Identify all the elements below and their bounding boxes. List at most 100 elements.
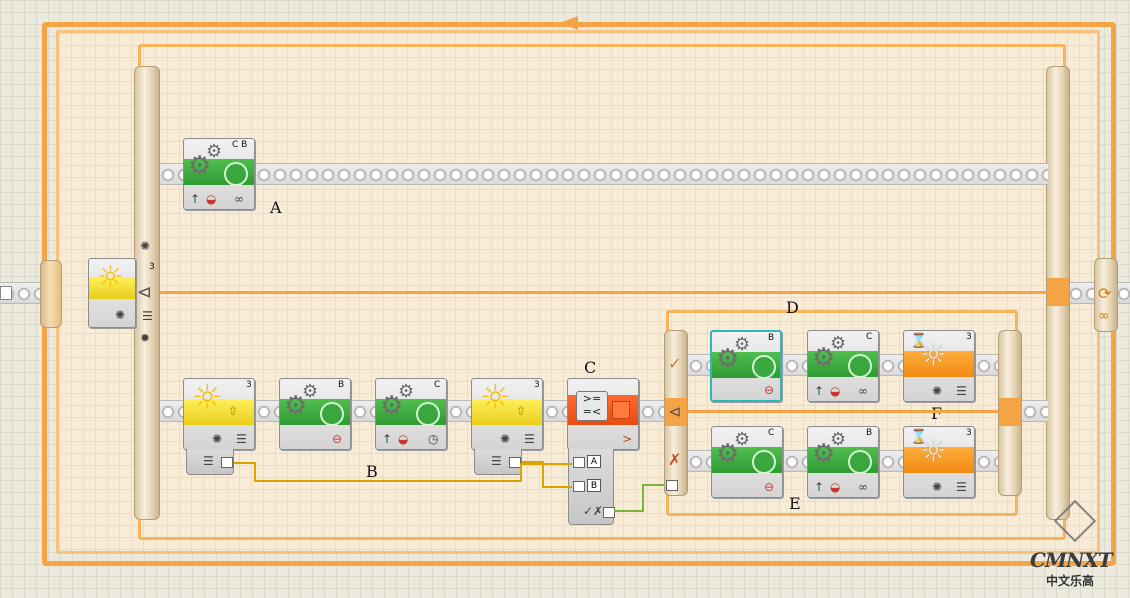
clock-icon: ◷ xyxy=(428,432,439,446)
infinity-icon: ∞ xyxy=(858,384,868,398)
sensor2-port: 3 xyxy=(534,380,540,390)
brake-icon: ◒ xyxy=(830,480,841,494)
sensor1-port: 3 xyxy=(246,380,252,390)
data-plug[interactable] xyxy=(509,457,521,468)
sensor-main-port: 3 xyxy=(149,262,155,272)
light-sensor-block-2[interactable]: ☼ ⇧ ✺ ☰ 3 xyxy=(471,378,543,450)
label-f: F xyxy=(931,404,943,423)
gear-icon: ⚙ xyxy=(830,429,847,450)
motor-block-a[interactable]: ⚙ ⚙ ↑ ◒ ∞ C B xyxy=(183,138,255,210)
arrow-right-icon: > xyxy=(622,432,633,446)
motor-block-b1[interactable]: ⚙ ⚙ ⊖ B xyxy=(279,378,351,450)
light-icon: ✺ xyxy=(115,308,126,322)
data-wire-1c xyxy=(520,463,572,482)
sun-icon: ☼ xyxy=(920,338,947,373)
light-off-icon: ✹ xyxy=(140,331,151,345)
switch-data-plug[interactable] xyxy=(666,480,678,491)
data-list-icon: ☰ xyxy=(524,432,535,446)
switch-center-line xyxy=(688,410,998,413)
check-icon: ✓ xyxy=(668,354,682,373)
data-wire-1 xyxy=(234,462,256,482)
motor-b2-port: C xyxy=(434,380,441,390)
gear-icon: ⚙ xyxy=(716,439,740,469)
input-plug-b[interactable] xyxy=(573,481,585,492)
loop-back-arrow-icon xyxy=(560,16,578,30)
data-wire-2b xyxy=(542,486,572,488)
brake-icon: ⊖ xyxy=(764,480,775,494)
gear-icon: ⚙ xyxy=(398,381,415,402)
compare-block[interactable]: >==< > xyxy=(567,378,639,450)
motor-block-b2[interactable]: ⚙ ⚙ ↑ ◒ ◷ C xyxy=(375,378,447,450)
wait-e-port: 3 xyxy=(966,428,972,438)
compare-icon: >==< xyxy=(576,391,608,421)
sun-icon: ☼ xyxy=(480,378,511,418)
logic-wire-b xyxy=(642,484,668,488)
switch-right-highlight xyxy=(999,398,1021,426)
light-icon: ✺ xyxy=(212,432,223,446)
data-wire-2 xyxy=(522,461,544,487)
outer-loop-right-rail xyxy=(1094,258,1118,332)
gear-icon: ⚙ xyxy=(830,333,847,354)
data-plug[interactable] xyxy=(221,457,233,468)
sequence-beam-a xyxy=(160,163,1048,185)
loop-icon: ⟳ xyxy=(1098,284,1112,303)
sensor1-data-hub[interactable]: ☰ xyxy=(186,449,234,475)
start-point-icon[interactable] xyxy=(0,286,12,300)
cross-icon: ✗ xyxy=(668,450,682,469)
brake-icon: ⊖ xyxy=(764,383,775,397)
light-icon: ✺ xyxy=(932,480,943,494)
light-sensor-block-main[interactable]: ☼ ✺ xyxy=(88,258,136,328)
brake-icon: ◒ xyxy=(830,384,841,398)
gear-icon: ⚙ xyxy=(380,391,404,421)
motor-a-port: C B xyxy=(232,140,248,150)
data-list-icon: ☰ xyxy=(956,480,967,494)
data-list-icon: ☰ xyxy=(203,454,214,468)
input-plug-a[interactable] xyxy=(573,457,585,468)
infinity-icon: ∞ xyxy=(858,480,868,494)
arrow-up-icon: ↑ xyxy=(382,432,393,446)
motor-b1-port: B xyxy=(338,380,345,390)
motor-block-d1[interactable]: ⚙ ⚙ ⊖ B xyxy=(710,330,782,402)
loop-sensor-arrow-icon: ⊲ xyxy=(137,282,153,303)
gear-icon: ⚙ xyxy=(734,429,751,450)
brake-icon: ⊖ xyxy=(332,432,343,446)
watermark-brand: CMNXT xyxy=(1030,548,1113,572)
infinity-icon: ∞ xyxy=(1098,308,1110,324)
motor-e1-port: C xyxy=(768,428,775,438)
arrow-up-icon: ⇧ xyxy=(516,404,527,418)
logic-wire xyxy=(614,486,644,512)
gear-icon: ⚙ xyxy=(734,334,751,355)
label-c: C xyxy=(584,358,597,377)
logic-result-icon: ✓✗ xyxy=(583,504,604,518)
watermark-subtitle: 中文乐高 xyxy=(1046,574,1095,588)
output-plug[interactable] xyxy=(603,507,615,518)
gear-icon: ⚙ xyxy=(206,141,223,162)
compare-data-hub[interactable]: A B ✓✗ xyxy=(568,449,615,525)
motor-d2-port: C xyxy=(866,332,873,342)
gear-icon: ⚙ xyxy=(812,439,836,469)
sensor2-data-hub[interactable]: ☰ xyxy=(474,449,522,475)
light-sensor-block-1[interactable]: ☼ ⇧ ✺ ☰ 3 xyxy=(183,378,255,450)
arrow-up-icon: ↑ xyxy=(814,480,825,494)
switch-arrow-left-icon: ⊲ xyxy=(668,402,682,421)
motor-d1-port: B xyxy=(768,333,775,343)
wait-d-port: 3 xyxy=(966,332,972,342)
motor-block-d2[interactable]: ⚙ ⚙ ↑ ◒ ∞ C xyxy=(807,330,879,402)
gear-icon: ⚙ xyxy=(812,343,836,373)
gear-icon: ⚙ xyxy=(716,344,740,374)
brake-icon: ◒ xyxy=(398,432,409,446)
input-b-badge: B xyxy=(587,479,601,492)
label-b: B xyxy=(366,462,378,481)
motor-block-e1[interactable]: ⚙ ⚙ ⊖ C xyxy=(711,426,783,498)
motor-block-e2[interactable]: ⚙ ⚙ ↑ ◒ ∞ B xyxy=(807,426,879,498)
arrow-up-icon: ⇧ xyxy=(228,404,239,418)
outer-loop-left-rail xyxy=(40,260,62,328)
infinity-icon: ∞ xyxy=(234,192,244,206)
data-list-icon: ☰ xyxy=(491,454,502,468)
wait-light-block-d[interactable]: ⌛ ☼ ✺ ☰ 3 xyxy=(903,330,975,402)
compare-output-icon xyxy=(612,401,630,419)
wait-light-block-e[interactable]: ⌛ ☼ ✺ ☰ 3 xyxy=(903,426,975,498)
parallel-rail-highlight xyxy=(1047,278,1069,306)
arrow-up-icon: ↑ xyxy=(814,384,825,398)
label-e: E xyxy=(789,494,801,513)
